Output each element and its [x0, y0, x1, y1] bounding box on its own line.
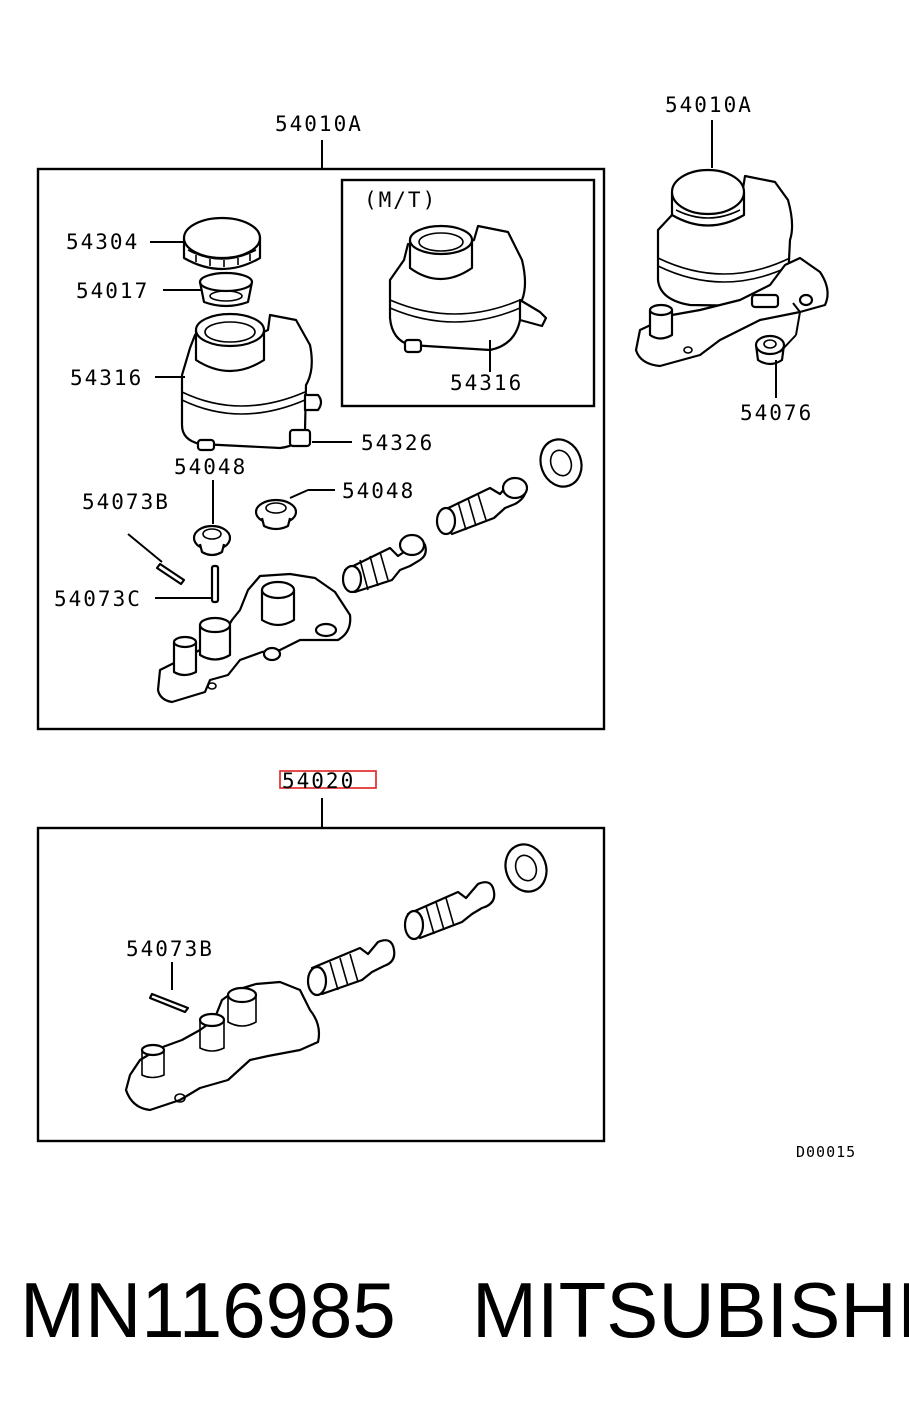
callout-cap: 54304 [66, 230, 139, 254]
callout-pin-b-kit: 54073B [126, 937, 214, 961]
callout-piston-kit: 54020 [282, 769, 355, 793]
reservoir-cap [182, 216, 262, 271]
reservoir-tank-mt [388, 224, 548, 354]
caption: MN116985 MITSUBISHI [0, 1265, 909, 1375]
callout-pin-b: 54073B [82, 490, 170, 514]
strainer-filter [198, 271, 254, 308]
kit-primary-piston [306, 939, 396, 997]
callout-reservoir: 54316 [70, 366, 143, 390]
mt-note: (M/T) [364, 188, 437, 212]
callout-assembly-main: 54010A [275, 112, 363, 136]
flange-nut [754, 334, 786, 366]
primary-piston [341, 533, 427, 594]
part-number: MN116985 [20, 1266, 396, 1354]
reservoir-tank [180, 312, 323, 452]
kit-secondary-piston [403, 881, 496, 941]
callout-pin-c: 54073C [54, 587, 142, 611]
callout-grommet-left: 54048 [174, 455, 247, 479]
spring-pin-kit [148, 992, 190, 1014]
highlight-box [279, 770, 377, 789]
brand-name: MITSUBISHI [472, 1266, 909, 1354]
cylinder-body [156, 572, 352, 704]
kit-seal-ring [504, 843, 548, 893]
kit-frame [36, 826, 606, 1143]
drawing-code: D00015 [796, 1143, 856, 1161]
callout-nut: 54076 [740, 401, 813, 425]
callout-reservoir-mt: 54316 [450, 371, 523, 395]
grommet-right [254, 498, 298, 531]
callout-grommet-right: 54048 [342, 479, 415, 503]
piston-seal-ring [539, 438, 583, 488]
callout-assembly-alt: 54010A [665, 93, 753, 117]
spring-pin-b [155, 562, 186, 586]
callout-filter: 54017 [76, 279, 149, 303]
spring-pin-c [210, 564, 220, 604]
kit-cylinder-body [124, 980, 321, 1112]
secondary-piston [435, 476, 529, 536]
grommet-left [192, 524, 232, 557]
parts-diagram: 54010A (M/T) 54304 54017 54316 54326 [36, 93, 856, 1161]
mt-inset-frame [340, 178, 596, 408]
callout-sensor: 54326 [361, 431, 434, 455]
master-cylinder-assembly [634, 168, 829, 368]
